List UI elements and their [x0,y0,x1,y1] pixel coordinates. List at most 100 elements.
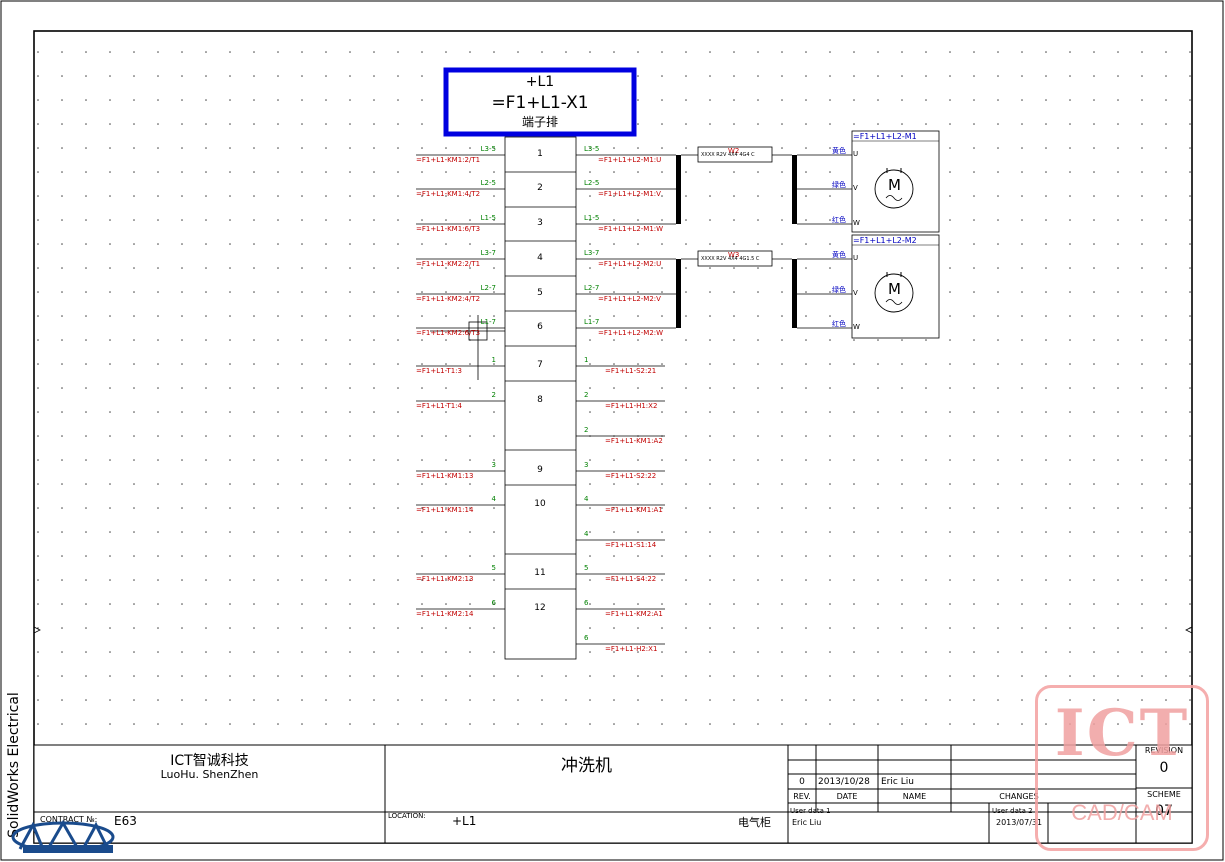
left-target-tag: =F1+L1-KM1:13 [416,472,474,480]
right-wire-number: 5 [584,564,589,572]
right-wire-number: 1 [584,356,589,364]
right-target-tag: =F1+L1+L2-M2:V [598,295,661,303]
right-wire-number: 4 [584,530,589,538]
left-target-tag: =F1+L1-KM2:14 [416,610,474,618]
contract-number: E63 [114,814,137,828]
motor-m1-phase-u: U [853,150,859,158]
motor-m2-tag[interactable]: =F1+L1+L2-M2 [853,236,917,245]
left-wire-number: 6 [491,599,496,607]
contract-label: CONTRACT №: [40,815,98,824]
left-wire-number: L1-7 [480,318,496,326]
left-wire-number: L3-5 [480,145,496,153]
right-wire-number: L2-7 [584,284,600,292]
rev-row-name: Eric Liu [881,777,914,787]
motor-m1-symbol[interactable] [851,130,940,233]
user-data-1-label: User data 1 [790,807,831,815]
left-wire-number: L3-7 [480,249,496,257]
project-title: 冲洗机 [561,756,612,776]
left-wire-number: 3 [491,461,496,469]
right-wire-number: L3-5 [584,145,600,153]
header-name: NAME [902,792,927,801]
left-wire-number: 2 [491,391,496,399]
right-target-tag: =F1+L1+L2-M1:W [598,225,664,233]
motor-m1-phase-w: W [853,219,860,227]
left-wire-number: L2-7 [480,284,496,292]
right-target-tag: =F1+L1-H1:X2 [605,402,658,410]
left-target-tag: =F1+L1-KM2:6/T3 [416,329,481,337]
left-target-tag: =F1+L1-KM2:2/T1 [416,260,481,268]
motor-m2-letter: M [888,280,901,298]
right-wire-number: 2 [584,426,589,434]
right-wire-number: L1-5 [584,214,600,222]
motor-m1-color-u: 黄色 [832,147,846,155]
right-wire-number: 6 [584,599,589,607]
title-block [33,744,1193,844]
left-target-tag: =F1+L1-KM1:14 [416,506,474,514]
terminal-number[interactable]: 4 [537,253,543,263]
motor-m1-tag[interactable]: =F1+L1+L2-M1 [853,132,917,141]
terminal-number[interactable]: 6 [537,322,543,332]
cable-w3-tag[interactable]: W3 [728,251,740,259]
header-rev: REV. [793,792,811,801]
right-target-tag: =F1+L1-KM1:A1 [605,506,663,514]
company-name: ICT智诚科技 [170,753,249,769]
terminal-number[interactable]: 12 [534,603,546,613]
header-changes: CHANGES [999,792,1039,801]
terminal-location: +L1 [525,74,555,90]
rev-row-date: 2013/10/28 [818,777,870,787]
terminal-tag[interactable]: =F1+L1-X1 [491,93,589,113]
right-wire-number: L2-5 [584,179,600,187]
left-target-tag: =F1+L1-KM1:4/T2 [416,190,481,198]
left-target-tag: =F1+L1-KM1:6/T3 [416,225,481,233]
revision-label: REVISION [1144,746,1184,755]
right-target-tag: =F1+L1-S1:14 [605,541,657,549]
left-wire-number: 1 [491,356,496,364]
terminal-number[interactable]: 8 [537,395,543,405]
motor-m2-color-w: 红色 [832,320,846,328]
right-wire-number: 4 [584,495,589,503]
location-label: LOCATION: [388,812,426,820]
right-wire-number: 2 [584,391,589,399]
motor-m2-phase-u: U [853,254,859,262]
right-target-tag: =F1+L1-KM2:A1 [605,610,663,618]
terminal-number[interactable]: 5 [537,288,543,298]
terminal-number[interactable]: 3 [537,218,543,228]
left-target-tag: =F1+L1-T1:3 [416,367,462,375]
terminal-number[interactable]: 9 [537,465,543,475]
left-wire-number: 5 [491,564,496,572]
ict-watermark-logo: ICT CAD/CAM [1035,685,1209,851]
right-target-tag: =F1+L1+L2-M1:U [598,156,662,164]
right-wire-number: L3-7 [584,249,600,257]
terminal-description: 端子排 [521,115,558,129]
terminal-number[interactable]: 10 [534,499,546,509]
cable-w2-tag[interactable]: W2 [728,147,740,155]
right-target-tag: =F1+L1+L2-M1:V [598,190,661,198]
left-target-tag: =F1+L1-KM2:4/T2 [416,295,481,303]
right-target-tag: =F1+L1-S2:22 [605,472,657,480]
right-target-tag: =F1+L1-S2:21 [605,367,657,375]
motor-m2-color-u: 黄色 [832,251,846,259]
revision-value: 0 [1159,760,1169,776]
motor-m1-color-v: 绿色 [832,181,846,189]
left-wire-number: 4 [491,495,496,503]
right-target-tag: =F1+L1+L2-M2:W [598,329,664,337]
terminal-number[interactable]: 11 [534,568,546,578]
scheme-value: 07 [1155,803,1173,819]
right-wire-number: L1-7 [584,318,600,326]
motor-m2-symbol[interactable] [851,234,940,339]
user-data-2-label: User data 2 [992,807,1033,815]
cable-w2-spec: XXXX R2V 4X4 4G4 C [701,152,755,158]
terminal-number[interactable]: 1 [537,149,543,159]
motor-m1-phase-v: V [853,184,858,192]
left-target-tag: =F1+L1-KM1:2/T1 [416,156,481,164]
terminal-number[interactable]: 7 [537,360,543,370]
right-target-tag: =F1+L1-H2:X1 [605,645,658,653]
terminal-strip [504,136,577,660]
right-wire-number: 3 [584,461,589,469]
header-date: DATE [836,792,858,801]
company-logo-icon [11,819,115,853]
motor-m1-color-w: 红色 [832,216,846,224]
motor-m1-letter: M [888,176,901,194]
terminal-number[interactable]: 2 [537,183,543,193]
motor-m2-color-v: 绿色 [832,286,846,294]
